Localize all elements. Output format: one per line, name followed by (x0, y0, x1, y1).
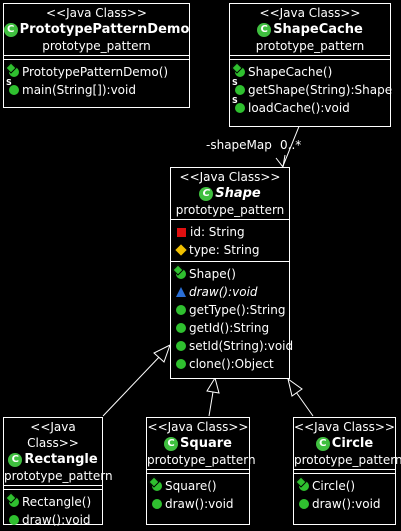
public-method-icon (299, 499, 309, 509)
method-row[interactable]: clone():Object (176, 355, 289, 373)
class-icon: C (199, 186, 214, 201)
stereotype-label: <<Java Class>> (27, 420, 79, 450)
public-method-icon (9, 515, 19, 525)
fields-compartment: id: String type: String (171, 219, 289, 261)
generalization-arrow-circle (287, 377, 303, 397)
fields-compartment (294, 469, 395, 473)
constructor-icon (152, 481, 162, 491)
method-row[interactable]: draw():void (176, 283, 289, 301)
package-label: prototype_pattern (147, 453, 256, 467)
association-arrowhead (275, 154, 286, 169)
stereotype-label: <<Java Class>> (259, 6, 361, 20)
generalization-arrow-rectangle (153, 343, 171, 363)
methods-compartment: Square() draw():void (147, 473, 249, 515)
association-multiplicity-label: 0..* (280, 138, 302, 152)
methods-compartment: Shape() draw():void getType():String get… (171, 261, 293, 375)
methods-compartment: Circle() draw():void (294, 473, 395, 515)
method-row[interactable]: Circle() (299, 477, 395, 495)
methods-compartment: ShapeCache() getShape(String):Shape load… (230, 59, 392, 119)
constructor-icon (176, 269, 186, 279)
constructor-icon (9, 497, 19, 507)
class-icon: C (315, 436, 330, 451)
class-name: C Shape (171, 185, 289, 202)
method-row[interactable]: draw():void (9, 511, 102, 529)
method-row[interactable]: getId():String (176, 319, 289, 337)
package-label: prototype_pattern (255, 39, 365, 53)
method-row[interactable]: ShapeCache() (235, 63, 390, 81)
method-row[interactable]: PrototypePatternDemo() (9, 63, 189, 81)
class-box-prototype-pattern-demo[interactable]: <<Java Class>> C PrototypePatternDemo pr… (3, 3, 190, 108)
package-label: prototype_pattern (4, 469, 113, 483)
generalization-line-rectangle (102, 353, 163, 417)
class-box-rectangle[interactable]: <<Java Class>> C Rectangle prototype_pat… (3, 417, 113, 527)
constructor-icon (299, 481, 309, 491)
association-role-label: -shapeMap (206, 138, 272, 152)
class-box-square[interactable]: <<Java Class>> C Square prototype_patter… (146, 417, 256, 525)
class-name: C ShapeCache (230, 21, 390, 38)
method-row[interactable]: draw():void (152, 495, 249, 513)
class-icon: C (164, 436, 179, 451)
methods-compartment: Rectangle() draw():void (4, 489, 102, 531)
generalization-line-square (208, 391, 214, 417)
field-row[interactable]: type: String (175, 241, 289, 259)
fields-compartment (147, 469, 249, 473)
class-box-shape-cache[interactable]: <<Java Class>> C ShapeCache prototype_pa… (229, 3, 392, 127)
public-method-icon (176, 323, 186, 333)
class-icon: C (8, 452, 23, 467)
class-icon: C (3, 22, 18, 37)
public-method-icon (176, 359, 186, 369)
association-line (282, 123, 301, 167)
static-method-icon (232, 97, 245, 113)
class-name: C Rectangle (4, 451, 102, 468)
generalization-arrow-square (206, 376, 220, 394)
class-box-shape[interactable]: <<Java Class>> C Shape prototype_pattern… (170, 167, 293, 379)
stereotype-label: <<Java Class>> (294, 420, 395, 434)
private-field-icon (177, 227, 186, 237)
package-label: prototype_pattern (175, 203, 285, 217)
method-row[interactable]: getShape(String):Shape (232, 79, 392, 99)
field-row[interactable]: id: String (176, 223, 289, 241)
constructor-icon (9, 67, 19, 77)
methods-compartment: PrototypePatternDemo() main(String[]):vo… (4, 59, 189, 101)
protected-field-icon (175, 244, 187, 256)
method-row[interactable]: setId(String):void (176, 337, 293, 355)
method-row[interactable]: getType():String (176, 301, 289, 319)
static-method-icon (232, 79, 245, 95)
stereotype-label: <<Java Class>> (179, 170, 281, 184)
constructor-icon (235, 67, 245, 77)
class-name: C PrototypePatternDemo (3, 21, 189, 38)
public-method-icon (176, 341, 186, 351)
fields-compartment (4, 55, 189, 59)
method-row[interactable]: draw():void (299, 495, 395, 513)
abstract-method-icon (176, 287, 186, 297)
public-method-icon (152, 499, 162, 509)
method-row[interactable]: Square() (152, 477, 249, 495)
package-label: prototype_pattern (294, 453, 401, 467)
public-method-icon (176, 305, 186, 315)
package-label: prototype_pattern (42, 39, 151, 53)
method-row[interactable]: Rectangle() (9, 493, 102, 511)
fields-compartment (4, 485, 102, 489)
generalization-line-circle (295, 391, 314, 417)
static-method-icon (6, 79, 19, 95)
fields-compartment (230, 55, 390, 59)
method-row[interactable]: main(String[]):void (6, 79, 189, 99)
class-name: C Circle (294, 435, 395, 452)
method-row[interactable]: Shape() (176, 265, 289, 283)
stereotype-label: <<Java Class>> (147, 420, 249, 434)
class-box-circle[interactable]: <<Java Class>> C Circle prototype_patter… (293, 417, 401, 525)
class-icon: C (257, 22, 272, 37)
stereotype-label: <<Java Class>> (46, 6, 147, 20)
method-row[interactable]: loadCache():void (232, 97, 390, 117)
class-name: C Square (147, 435, 249, 452)
